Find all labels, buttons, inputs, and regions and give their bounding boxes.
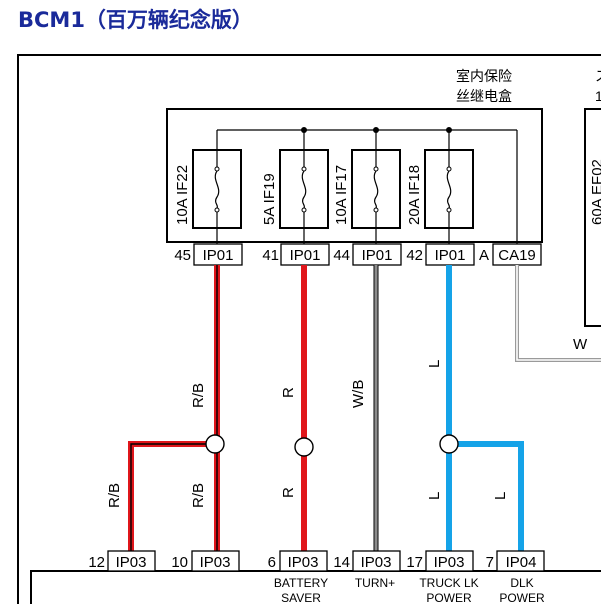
outer-frame	[17, 54, 601, 604]
fuse-box-label-line2: 丝继电盒	[456, 88, 512, 104]
connector-id: IP01	[290, 247, 321, 264]
wire-label-l-upper: L	[426, 360, 443, 368]
fuse-if22	[192, 149, 242, 244]
bottom-connector-ip03-17: IP03 17	[406, 550, 474, 572]
bottom-connector-ip03-14: IP03 14	[333, 550, 401, 572]
fuse-label-if22: 10A IF22	[174, 165, 191, 225]
splice-r	[294, 437, 314, 457]
wire-label-rb-lower-right: R/B	[190, 483, 207, 508]
connector-id: IP03	[200, 554, 231, 571]
pin-number: A	[479, 247, 489, 264]
wire-label-r-lower: R	[280, 487, 297, 498]
page-title: BCM1（百万辆纪念版）	[18, 8, 253, 32]
bottom-connector-ip03-6: IP03 6	[268, 550, 328, 572]
bottom-connector-ip04-7: IP04 7	[486, 550, 545, 572]
top-connector-ip01-42: IP01 42	[406, 243, 475, 266]
func-turn-plus: TURN+	[355, 576, 395, 590]
func-battery-saver-1: BATTERY	[274, 576, 328, 590]
wire-rb	[128, 265, 220, 551]
wire-label-r-upper: R	[280, 387, 297, 398]
func-truck-lk-power-2: POWER	[426, 591, 472, 604]
fuse-box-label-line1: 室内保险	[456, 68, 512, 84]
wire-l	[446, 265, 524, 551]
pin-number: 44	[333, 247, 350, 264]
fuse-if17	[351, 149, 401, 244]
connector-id: IP03	[116, 554, 147, 571]
right-edge-glyph-bottom: 1	[595, 88, 601, 104]
top-connector-ip01-45: IP01 45	[174, 243, 243, 266]
func-dlk-power-2: POWER	[499, 591, 545, 604]
right-box-label: 60A EF02	[589, 159, 601, 225]
func-dlk-power-1: DLK	[510, 576, 533, 590]
func-battery-saver-2: SAVER	[281, 591, 321, 604]
connector-id: IP03	[361, 554, 392, 571]
connector-id: IP01	[435, 247, 466, 264]
connector-id: IP01	[362, 247, 393, 264]
wire-label-wb: W/B	[350, 380, 367, 408]
bottom-connector-ip03-12: IP03 12	[88, 550, 156, 572]
fuse-box	[166, 108, 543, 243]
bus-junction-3	[373, 127, 379, 133]
splice-l	[439, 434, 459, 454]
top-connector-ip01-41: IP01 41	[262, 243, 330, 266]
fuse-label-if19: 5A IF19	[261, 173, 278, 225]
fuse-if19	[279, 149, 329, 244]
right-box-outline	[584, 108, 601, 327]
right-edge-glyph-top: ス	[595, 68, 601, 84]
bus-junction-4	[446, 127, 452, 133]
bus-junction-2	[301, 127, 307, 133]
bcm-module-outline	[30, 570, 601, 604]
top-connector-ip01-44: IP01 44	[333, 243, 402, 266]
fuse-label-if17: 10A IF17	[333, 165, 350, 225]
connector-id: IP04	[506, 554, 537, 571]
wire-label-w: W	[573, 336, 588, 353]
pin-number: 12	[88, 554, 105, 571]
wire-w	[515, 265, 601, 362]
connector-id: IP03	[434, 554, 465, 571]
connector-id: IP03	[288, 554, 319, 571]
pin-number: 6	[268, 554, 276, 571]
pin-number: 17	[406, 554, 423, 571]
func-truck-lk-power-1: TRUCK LK	[419, 576, 478, 590]
wire-label-l-lower-right: L	[492, 492, 509, 500]
top-connector-ca19-a: CA19 A	[479, 243, 542, 266]
pin-number: 7	[486, 554, 494, 571]
pin-number: 45	[174, 247, 191, 264]
pin-number: 14	[333, 554, 350, 571]
fuse-if18	[424, 149, 474, 244]
pin-number: 41	[262, 247, 279, 264]
wire-label-rb-upper: R/B	[190, 383, 207, 408]
splice-rb	[205, 434, 225, 454]
bottom-connector-ip03-10: IP03 10	[171, 550, 240, 572]
pin-number: 42	[406, 247, 423, 264]
pin-number: 10	[171, 554, 188, 571]
connector-id: IP01	[203, 247, 234, 264]
wire-label-rb-lower-left: R/B	[106, 483, 123, 508]
wire-label-l-lower-left: L	[426, 492, 443, 500]
connector-id: CA19	[498, 247, 536, 264]
fuse-label-if18: 20A IF18	[406, 165, 423, 225]
